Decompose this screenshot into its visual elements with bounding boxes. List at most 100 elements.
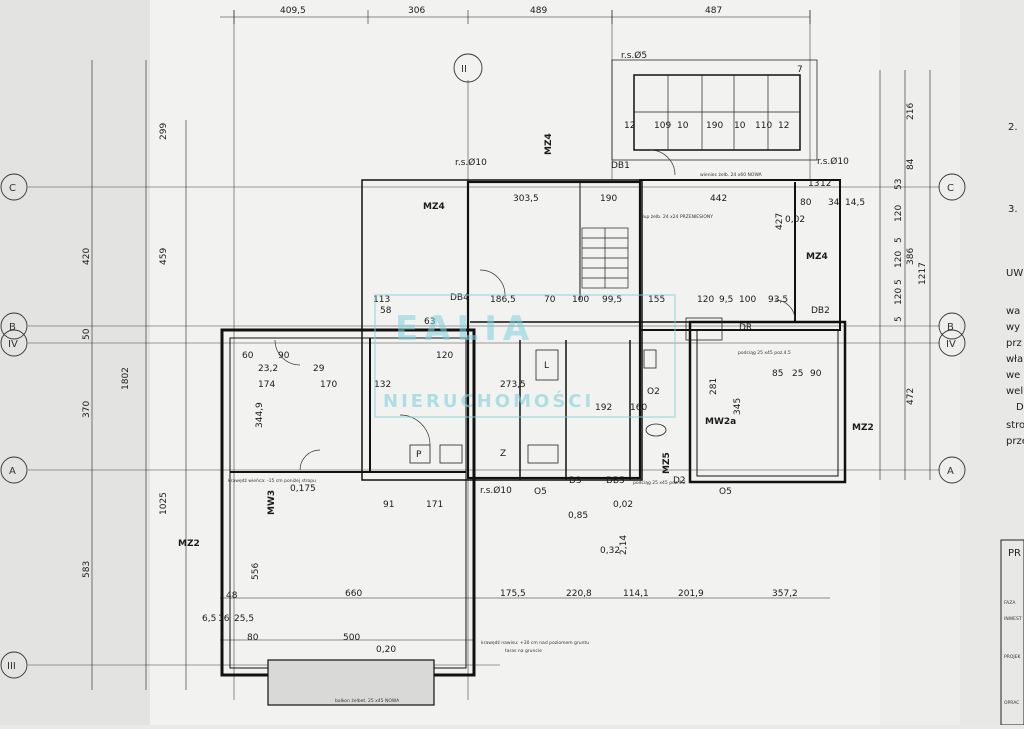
paper-left-shade — [0, 0, 150, 725]
room-dim: 90 — [278, 351, 290, 361]
watermark-top: EALIA — [395, 309, 535, 349]
staircase — [581, 227, 629, 289]
left-dim-50: 50 — [82, 328, 92, 340]
label-mw3: MW3 — [267, 490, 277, 515]
room-dim: 23,2 — [258, 364, 278, 374]
room-dim: 7 — [797, 65, 803, 75]
bottom-dim-175-5: 175,5 — [500, 589, 526, 599]
room-dim: 192 — [595, 403, 612, 413]
side-item-2: 2. — [1008, 122, 1018, 133]
label-mw2a: MW2a — [705, 417, 736, 427]
top-dim-2: 306 — [408, 6, 425, 16]
room-dim: 9,5 — [719, 295, 733, 305]
notes: balkon żelbet. 25 x45 NOWA taras na grun… — [228, 172, 791, 704]
right-dim-1217: 1217 — [918, 262, 928, 285]
label-dr: DR — [739, 323, 752, 333]
label-rs-4: r.s.Ø10 — [480, 485, 512, 496]
room-dim: 91 — [383, 500, 394, 510]
label-mz4-right: MZ4 — [806, 252, 828, 262]
side-projekt: PROJEK — [1004, 654, 1022, 660]
axis-label-iii-left: III — [7, 661, 16, 672]
side-line: D — [1016, 402, 1024, 413]
room-dim: 12 — [820, 179, 831, 189]
room-dim: 0,85 — [568, 511, 588, 521]
note-terrace: taras na gruncie — [505, 648, 542, 654]
room-dim: 556 — [251, 563, 261, 580]
side-line: wła — [1006, 354, 1023, 365]
room-dim: 80 — [247, 633, 259, 643]
room-dim: 190 — [600, 194, 617, 204]
room-dim: 100 — [572, 295, 589, 305]
room-dim: 120 — [697, 295, 714, 305]
paper-sheet — [150, 0, 880, 725]
room-dim: 99,5 — [602, 295, 622, 305]
side-line: we — [1006, 370, 1020, 381]
room-dim: 48 — [226, 591, 238, 601]
right-dim-120a: 120 — [894, 205, 904, 222]
room-dim: 174 — [258, 380, 275, 390]
door-swings — [274, 149, 796, 471]
note-balcony: balkon żelbet. 25 x45 NOWA — [335, 698, 400, 704]
side-oprac: OPRAC — [1004, 700, 1019, 706]
right-dim-472: 472 — [906, 388, 916, 405]
right-dimension-lines — [879, 70, 931, 480]
room-dim: 281 — [709, 378, 719, 395]
room-dim: 155 — [648, 295, 665, 305]
note-beam-1: podciąg 25 x45 poz.4.5 — [738, 350, 791, 356]
building-walls — [220, 59, 847, 677]
label-d3: D3 — [569, 476, 582, 486]
bottom-dim-201-9: 201,9 — [678, 589, 704, 599]
side-line: prz — [1006, 338, 1022, 349]
room-dim: 442 — [710, 194, 727, 204]
left-dim-370: 370 — [82, 401, 92, 418]
note-ring-beam: wieniec żelb. 24 x60 NOWA — [700, 172, 763, 178]
room-dim: 14,5 — [845, 198, 865, 208]
room-dim: 170 — [320, 380, 337, 390]
label-d2: D2 — [673, 476, 686, 486]
room-dim: 12 — [624, 121, 635, 131]
note-edge-1: krawędź wieńca: -15 cm poniżej stropu — [228, 477, 316, 484]
left-dim-1025: 1025 — [159, 492, 169, 515]
room-dim: 120 — [436, 351, 453, 361]
right-dim-84: 84 — [906, 158, 916, 170]
axis-label-b-left: B — [9, 322, 16, 333]
axis-label-a-left: A — [9, 466, 16, 477]
axis-label-b-right: B — [947, 322, 954, 333]
side-line: stro — [1006, 420, 1024, 431]
fixtures — [409, 317, 723, 464]
room-dim: 109 — [654, 121, 671, 131]
room-dim: 0,20 — [376, 645, 396, 655]
side-heading: UW — [1006, 268, 1023, 279]
right-dim-120b: 120 — [894, 251, 904, 268]
room-dim: 2,14 — [619, 535, 629, 555]
paper-right-sheet — [960, 0, 1024, 725]
note-beam-2: podciąg 25 x45 poz.4.2 — [633, 480, 686, 486]
right-dim-5c: 5 — [894, 316, 904, 322]
label-db2: DB2 — [811, 306, 830, 316]
room-dim: 100 — [739, 295, 756, 305]
room-dim: 186,5 — [490, 295, 516, 305]
left-dimension-lines — [91, 60, 187, 690]
balcony-slab — [267, 659, 435, 706]
bottom-dimension-line — [220, 597, 830, 641]
room-dim: 93,5 — [768, 295, 788, 305]
room-dim: 16 — [218, 614, 230, 624]
right-dim-5b: 5 — [894, 279, 904, 285]
room-dim: 90 — [810, 369, 822, 379]
room-dimensions: 303,5 190 442 427 186,5 70 100 99,5 155 … — [202, 65, 865, 655]
top-dim-3: 489 — [530, 6, 547, 16]
side-inwest: INWEST — [1004, 616, 1022, 622]
left-dim-420: 420 — [82, 248, 92, 265]
terrace-grid — [634, 75, 800, 150]
room-dim: 6,5 — [202, 614, 216, 624]
note-column: słup żelb. 24 x24 PRZENIESIONY — [640, 214, 713, 220]
top-dim-4: 487 — [705, 6, 722, 16]
note-edge-2: krawędź nawisu: +30 cm nad poziomem grun… — [481, 639, 589, 646]
label-db1: DB1 — [611, 161, 630, 171]
room-dim: 160 — [630, 403, 647, 413]
room-dim: 29 — [313, 364, 325, 374]
side-line: wel — [1006, 386, 1023, 397]
bottom-dim-357-2: 357,2 — [772, 589, 798, 599]
